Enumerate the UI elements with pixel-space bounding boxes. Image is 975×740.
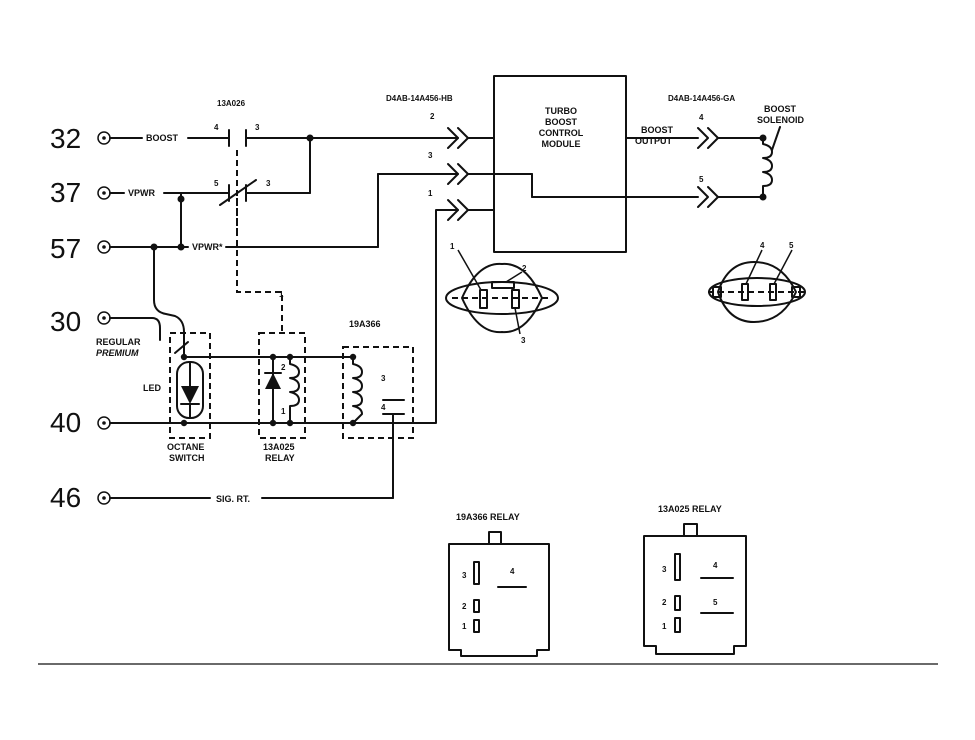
connector-ga: D4AB-14A456-GA 4 5 bbox=[668, 94, 764, 208]
svg-text:1: 1 bbox=[428, 189, 433, 198]
svg-text:3: 3 bbox=[381, 374, 386, 383]
terminal-number: 46 bbox=[50, 482, 81, 513]
premium-label: PREMIUM bbox=[96, 348, 139, 358]
svg-text:1: 1 bbox=[279, 290, 284, 299]
junction-dots bbox=[150, 134, 314, 251]
svg-text:5: 5 bbox=[699, 175, 704, 184]
relay-13a026: 13A026 4 3 5 3 bbox=[214, 99, 271, 188]
svg-text:BOOST: BOOST bbox=[641, 125, 674, 135]
footprint-title: 13A025 RELAY bbox=[658, 504, 722, 514]
terminal-40: 40 bbox=[50, 407, 111, 438]
terminal-number: 57 bbox=[50, 233, 81, 264]
svg-text:5: 5 bbox=[214, 179, 219, 188]
svg-text:2: 2 bbox=[430, 112, 435, 121]
part-number: D4AB-14A456-HB bbox=[386, 94, 453, 103]
terminal-number: 32 bbox=[50, 123, 81, 154]
svg-text:13A025: 13A025 bbox=[263, 442, 295, 452]
signal-label: BOOST bbox=[146, 133, 179, 143]
footprint-title: 19A366 RELAY bbox=[456, 512, 520, 522]
svg-text:4: 4 bbox=[214, 123, 219, 132]
svg-text:4: 4 bbox=[699, 113, 704, 122]
relay-label: 13A026 bbox=[217, 99, 246, 108]
svg-text:2: 2 bbox=[522, 264, 527, 273]
svg-text:MODULE: MODULE bbox=[542, 139, 581, 149]
terminal-number: 30 bbox=[50, 306, 81, 337]
svg-text:2: 2 bbox=[462, 602, 467, 611]
turbo-boost-control-module: TURBO BOOST CONTROL MODULE bbox=[493, 75, 627, 253]
svg-text:5: 5 bbox=[789, 241, 794, 250]
signal-label: VPWR* bbox=[192, 242, 223, 252]
relay-13a025-footprint: 13A025 RELAY 3 4 2 5 1 bbox=[643, 504, 747, 655]
svg-text:SOLENOID: SOLENOID bbox=[757, 115, 805, 125]
terminal-number: 40 bbox=[50, 407, 81, 438]
svg-text:3: 3 bbox=[255, 123, 260, 132]
svg-text:2: 2 bbox=[281, 363, 286, 372]
svg-text:BOOST: BOOST bbox=[545, 117, 578, 127]
connector-hb: D4AB-14A456-HB 2 3 1 bbox=[386, 94, 699, 221]
svg-text:OCTANE: OCTANE bbox=[167, 442, 204, 452]
svg-text:BOOST: BOOST bbox=[764, 104, 797, 114]
svg-text:CONTROL: CONTROL bbox=[539, 128, 584, 138]
relay-label: 19A366 bbox=[349, 319, 381, 329]
boost-output: BOOST OUTPUT bbox=[625, 125, 699, 146]
octane-switch: LED OCTANE SWITCH bbox=[143, 332, 211, 463]
relay-19a366: 19A366 3 4 bbox=[342, 319, 414, 439]
svg-text:OUTPUT: OUTPUT bbox=[635, 136, 673, 146]
svg-text:SWITCH: SWITCH bbox=[169, 453, 205, 463]
svg-text:4: 4 bbox=[713, 561, 718, 570]
svg-text:RELAY: RELAY bbox=[265, 453, 295, 463]
part-number: D4AB-14A456-GA bbox=[668, 94, 735, 103]
led-label: LED bbox=[143, 383, 162, 393]
svg-text:4: 4 bbox=[510, 567, 515, 576]
terminal-37: 37 VPWR bbox=[50, 177, 156, 208]
round-connector-pins-123: 1 2 3 bbox=[445, 242, 559, 345]
svg-text:3: 3 bbox=[662, 565, 667, 574]
svg-text:3: 3 bbox=[428, 151, 433, 160]
svg-text:3: 3 bbox=[462, 571, 467, 580]
svg-text:1: 1 bbox=[662, 622, 667, 631]
boost-solenoid: BOOST SOLENOID bbox=[757, 104, 805, 201]
svg-text:5: 5 bbox=[713, 598, 718, 607]
relay-19a366-footprint: 19A366 RELAY 3 4 2 1 bbox=[448, 512, 550, 657]
svg-text:3: 3 bbox=[266, 179, 271, 188]
svg-text:4: 4 bbox=[760, 241, 765, 250]
svg-text:4: 4 bbox=[381, 403, 386, 412]
signal-label: SIG. RT. bbox=[216, 494, 250, 504]
wires bbox=[109, 129, 459, 499]
terminal-30: 30 REGULAR PREMIUM bbox=[50, 306, 141, 358]
round-connector-pins-45: 4 5 bbox=[708, 241, 806, 323]
signal-label: VPWR bbox=[128, 188, 156, 198]
svg-text:3: 3 bbox=[521, 336, 526, 345]
svg-text:1: 1 bbox=[281, 407, 286, 416]
svg-text:1: 1 bbox=[450, 242, 455, 251]
svg-text:2: 2 bbox=[662, 598, 667, 607]
regular-label: REGULAR bbox=[96, 337, 141, 347]
terminal-57: 57 VPWR* bbox=[50, 233, 223, 264]
relay-13a025: 2 1 1 13A025 RELAY bbox=[258, 290, 306, 463]
svg-text:TURBO: TURBO bbox=[545, 106, 577, 116]
terminal-number: 37 bbox=[50, 177, 81, 208]
terminal-46: 46 SIG. RT. bbox=[50, 482, 250, 513]
svg-text:1: 1 bbox=[462, 622, 467, 631]
terminal-32: 32 BOOST bbox=[50, 123, 179, 154]
